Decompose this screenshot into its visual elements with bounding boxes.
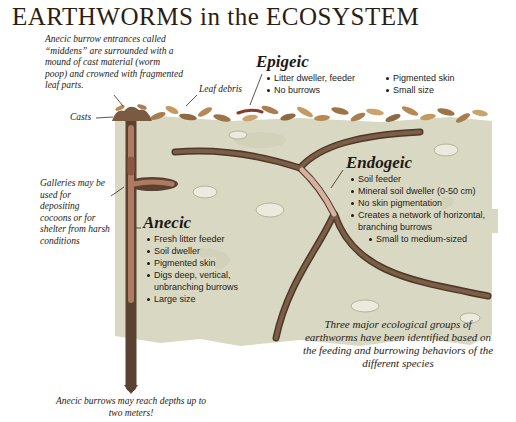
leader-line [96,74,343,228]
label-box: Fresh litter feeder [146,233,225,245]
cast-mound [112,103,152,121]
trait-item: Pigmented skin [385,72,455,84]
label-box: Small size [385,84,434,96]
leaf-litter [349,111,366,123]
callout-note: Anecic burrows may reach depths up to tw… [55,396,207,419]
trait-item: No burrows [266,84,320,96]
cast-mound [137,103,148,110]
leaf-litter [279,112,296,122]
trait-item: Fresh litter feeder [146,233,225,245]
group-heading: Epigeic [256,52,309,72]
worm [131,110,334,300]
trait-item: Soil feeder [350,173,401,185]
leaf-litter [401,104,420,117]
leaf-litter [455,111,472,124]
label-box: Casts [70,112,91,124]
stones [256,203,284,217]
label-box: Creates a network of horizontal, branchi… [350,209,498,233]
label-box: Pigmented skin [385,72,455,84]
label-box: No skin pigmentation [350,197,442,209]
endogeic-burrows [175,151,300,168]
summary-note: Three major ecological groups of earthwo… [300,318,496,370]
leaf-litter [242,114,259,123]
endogeic-burrows [300,168,334,214]
leader-line [96,117,113,118]
worm [238,110,262,113]
leader-line [186,95,197,106]
trait-item: Mineral soil dweller (0-50 cm) [350,185,476,197]
leader-line [136,228,141,229]
stones [193,186,217,198]
callout-note: Galleries may be used for depositing coc… [40,178,110,247]
stones [351,300,379,312]
trait-item: Large size [146,293,196,305]
part-label: Casts [70,112,91,124]
label-box: Epigeic [256,52,309,72]
label-box: Pigmented skin [146,257,216,269]
trait-item: Digs deep, vertical, unbranching burrows [146,269,252,293]
leaf-litter [179,112,198,121]
label-box: Soil dweller [146,245,200,257]
endogeic-burrows [300,168,334,214]
leader-line [114,95,123,106]
anecic-burrow [124,385,138,394]
leaf-litter [437,107,456,117]
anecic-burrow [126,114,137,386]
leaf-litter [197,105,214,118]
group-heading: Anecic [143,213,191,233]
trait-item: Litter dweller, feeder [266,72,355,84]
stones [434,144,458,156]
leaf-litter [314,114,330,121]
leaf-litter [384,112,401,123]
label-box: Litter dweller, feeder [266,72,355,84]
worm [128,128,134,300]
label-box: Anecic [143,213,191,233]
label-box: Soil feeder [350,173,401,185]
leader-line [331,170,343,188]
label-box: Galleries may be used for depositing coc… [40,178,110,247]
cast-mound [115,104,126,112]
stones [229,131,247,139]
leaf-litter [261,104,280,116]
leaf-litter [149,104,488,124]
worm [302,170,334,214]
leaf-litter [164,104,179,115]
leaf-litter [420,113,437,122]
leader-line [111,187,124,196]
worm [134,182,172,184]
label-box: Mineral soil dweller (0-50 cm) [350,185,476,197]
trait-item: Small to medium-sized [368,233,467,245]
leaf-litter [149,110,166,121]
trait-item: Small size [385,84,434,96]
part-label: Leaf debris [199,84,242,96]
trait-item: Creates a network of horizontal, branchi… [350,209,498,233]
leaf-litter [213,113,232,123]
label-box: Leaf debris [199,84,242,96]
leaf-litter [472,109,489,118]
label-box: Three major ecological groups of earthwo… [300,318,496,370]
label-box: Digs deep, vertical, unbranching burrows [146,269,252,293]
worm [128,160,135,172]
trait-item: Soil dweller [146,245,200,257]
label-box: Endogeic [346,153,412,173]
leaf-litter [366,107,385,116]
label-box: No burrows [266,84,320,96]
callout-note: Anecic burrow entrances called “middens”… [45,34,183,92]
group-heading: Endogeic [346,153,412,173]
endogeic-burrows [175,151,300,168]
title: EARTHWORMS in the ECOSYSTEM [12,2,419,31]
trait-item: Pigmented skin [146,257,216,269]
leaf-litter [296,105,315,119]
trait-item: No skin pigmentation [350,197,442,209]
leader-line [250,74,262,105]
label-box: Anecic burrows may reach depths up to tw… [55,396,207,419]
label-box: Small to medium-sized [368,233,467,245]
label-box: Large size [146,293,196,305]
label-box: Anecic burrow entrances called “middens”… [45,34,183,92]
leaf-litter [331,106,350,116]
title-box: EARTHWORMS in the ECOSYSTEM [12,2,419,31]
